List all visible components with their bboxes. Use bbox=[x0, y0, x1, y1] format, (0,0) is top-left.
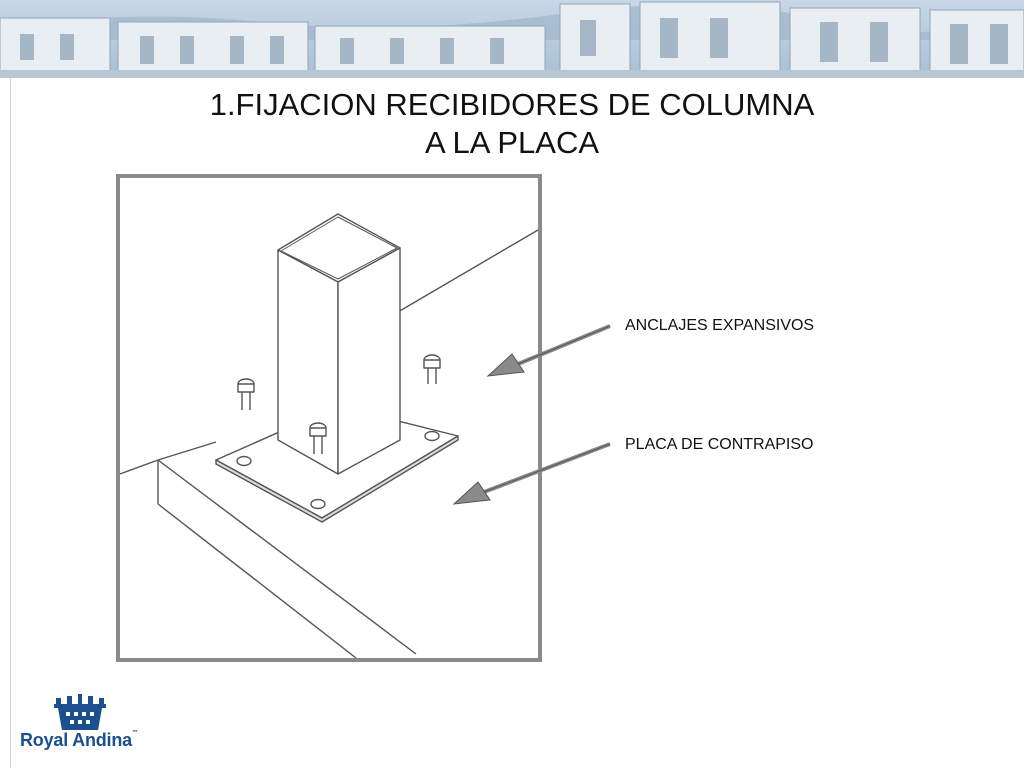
title-line-1: 1.FIJACION RECIBIDORES DE COLUMNA bbox=[209, 87, 815, 122]
header-banner bbox=[0, 0, 1024, 78]
title-line-2: A LA PLACA bbox=[424, 125, 600, 160]
callout-label-placa: PLACA DE CONTRAPISO bbox=[625, 436, 814, 453]
slide-title: 1.FIJACION RECIBIDORES DE COLUMNA A LA P… bbox=[0, 86, 1024, 162]
crown-icon bbox=[54, 694, 106, 730]
logo-trademark: ™ bbox=[131, 730, 138, 736]
logo-brand-text: Royal Andina™ bbox=[20, 730, 138, 751]
callout-label-anclajes: ANCLAJES EXPANSIVOS bbox=[625, 317, 815, 334]
column-base-drawing bbox=[116, 174, 542, 662]
logo-brand-name: Royal Andina bbox=[20, 730, 132, 750]
royal-andina-logo: Royal Andina™ bbox=[20, 694, 170, 760]
arrow-placa bbox=[452, 442, 611, 505]
left-rule bbox=[10, 78, 11, 768]
arrow-anclajes bbox=[486, 324, 611, 377]
callout-arrows bbox=[452, 324, 611, 505]
